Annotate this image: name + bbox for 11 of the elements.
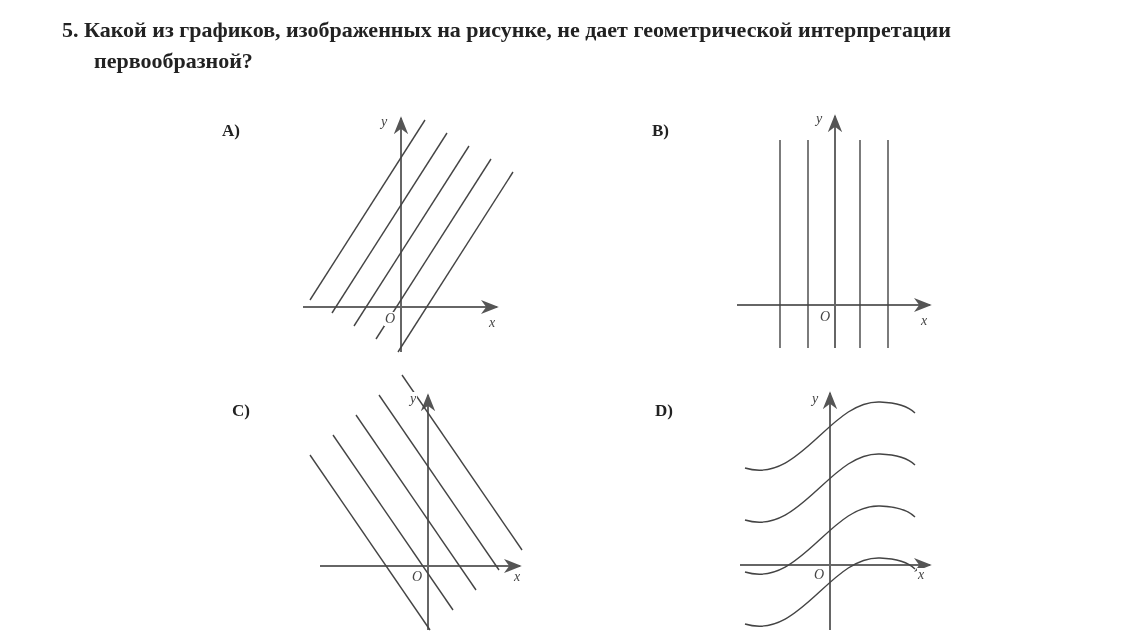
axis-label: O [813,568,826,582]
panel-label: A) [222,122,240,139]
axis-label: O [411,570,424,584]
panel-label: C) [232,402,250,419]
axis-label: x [917,568,926,582]
axis-label: y [409,392,418,406]
axis-label: O [819,310,832,324]
panel-label: D) [655,402,673,419]
axis-label: O [384,312,397,326]
panel-label: B) [652,122,669,139]
question-text: 5. Какой из графиков, изображенных на рисунке, не дает геометрической интерпретации первообразной? [62,16,952,75]
